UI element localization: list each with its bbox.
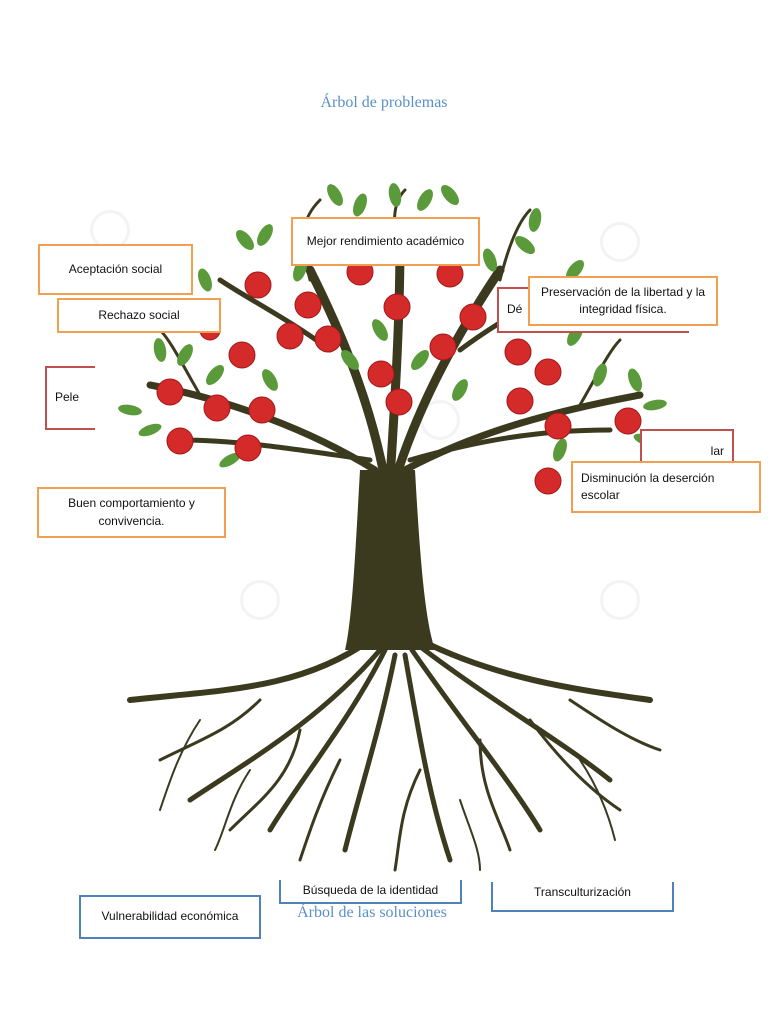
box-busqueda: Búsqueda de la identidad (279, 880, 462, 904)
roots (127, 637, 662, 872)
box-buen-comportamiento: Buen comportamiento y convivencia. (37, 487, 226, 538)
title-arbol-de-soluciones: Árbol de las soluciones (297, 904, 447, 921)
box-rechazo-social: Rechazo social (57, 298, 221, 333)
box-pele-partial: Pele (45, 366, 95, 430)
branches (146, 188, 644, 485)
watermark-logo (600, 580, 640, 620)
watermark-logo (240, 580, 280, 620)
box-transculturizacion: Transculturización (491, 882, 674, 912)
box-mejor-rendimiento: Mejor rendimiento académico (291, 217, 480, 266)
trunk (345, 470, 435, 650)
title-arbol-de-problemas: Árbol de problemas (320, 94, 448, 111)
box-aceptacion-social: Aceptación social (38, 244, 193, 295)
box-preservacion: Preservación de la libertad y la integri… (528, 276, 718, 326)
box-vulnerabilidad: Vulnerabilidad económica (79, 895, 261, 939)
box-disminucion: Disminución la deserción escolar (571, 461, 761, 513)
watermark-logo (600, 222, 640, 262)
